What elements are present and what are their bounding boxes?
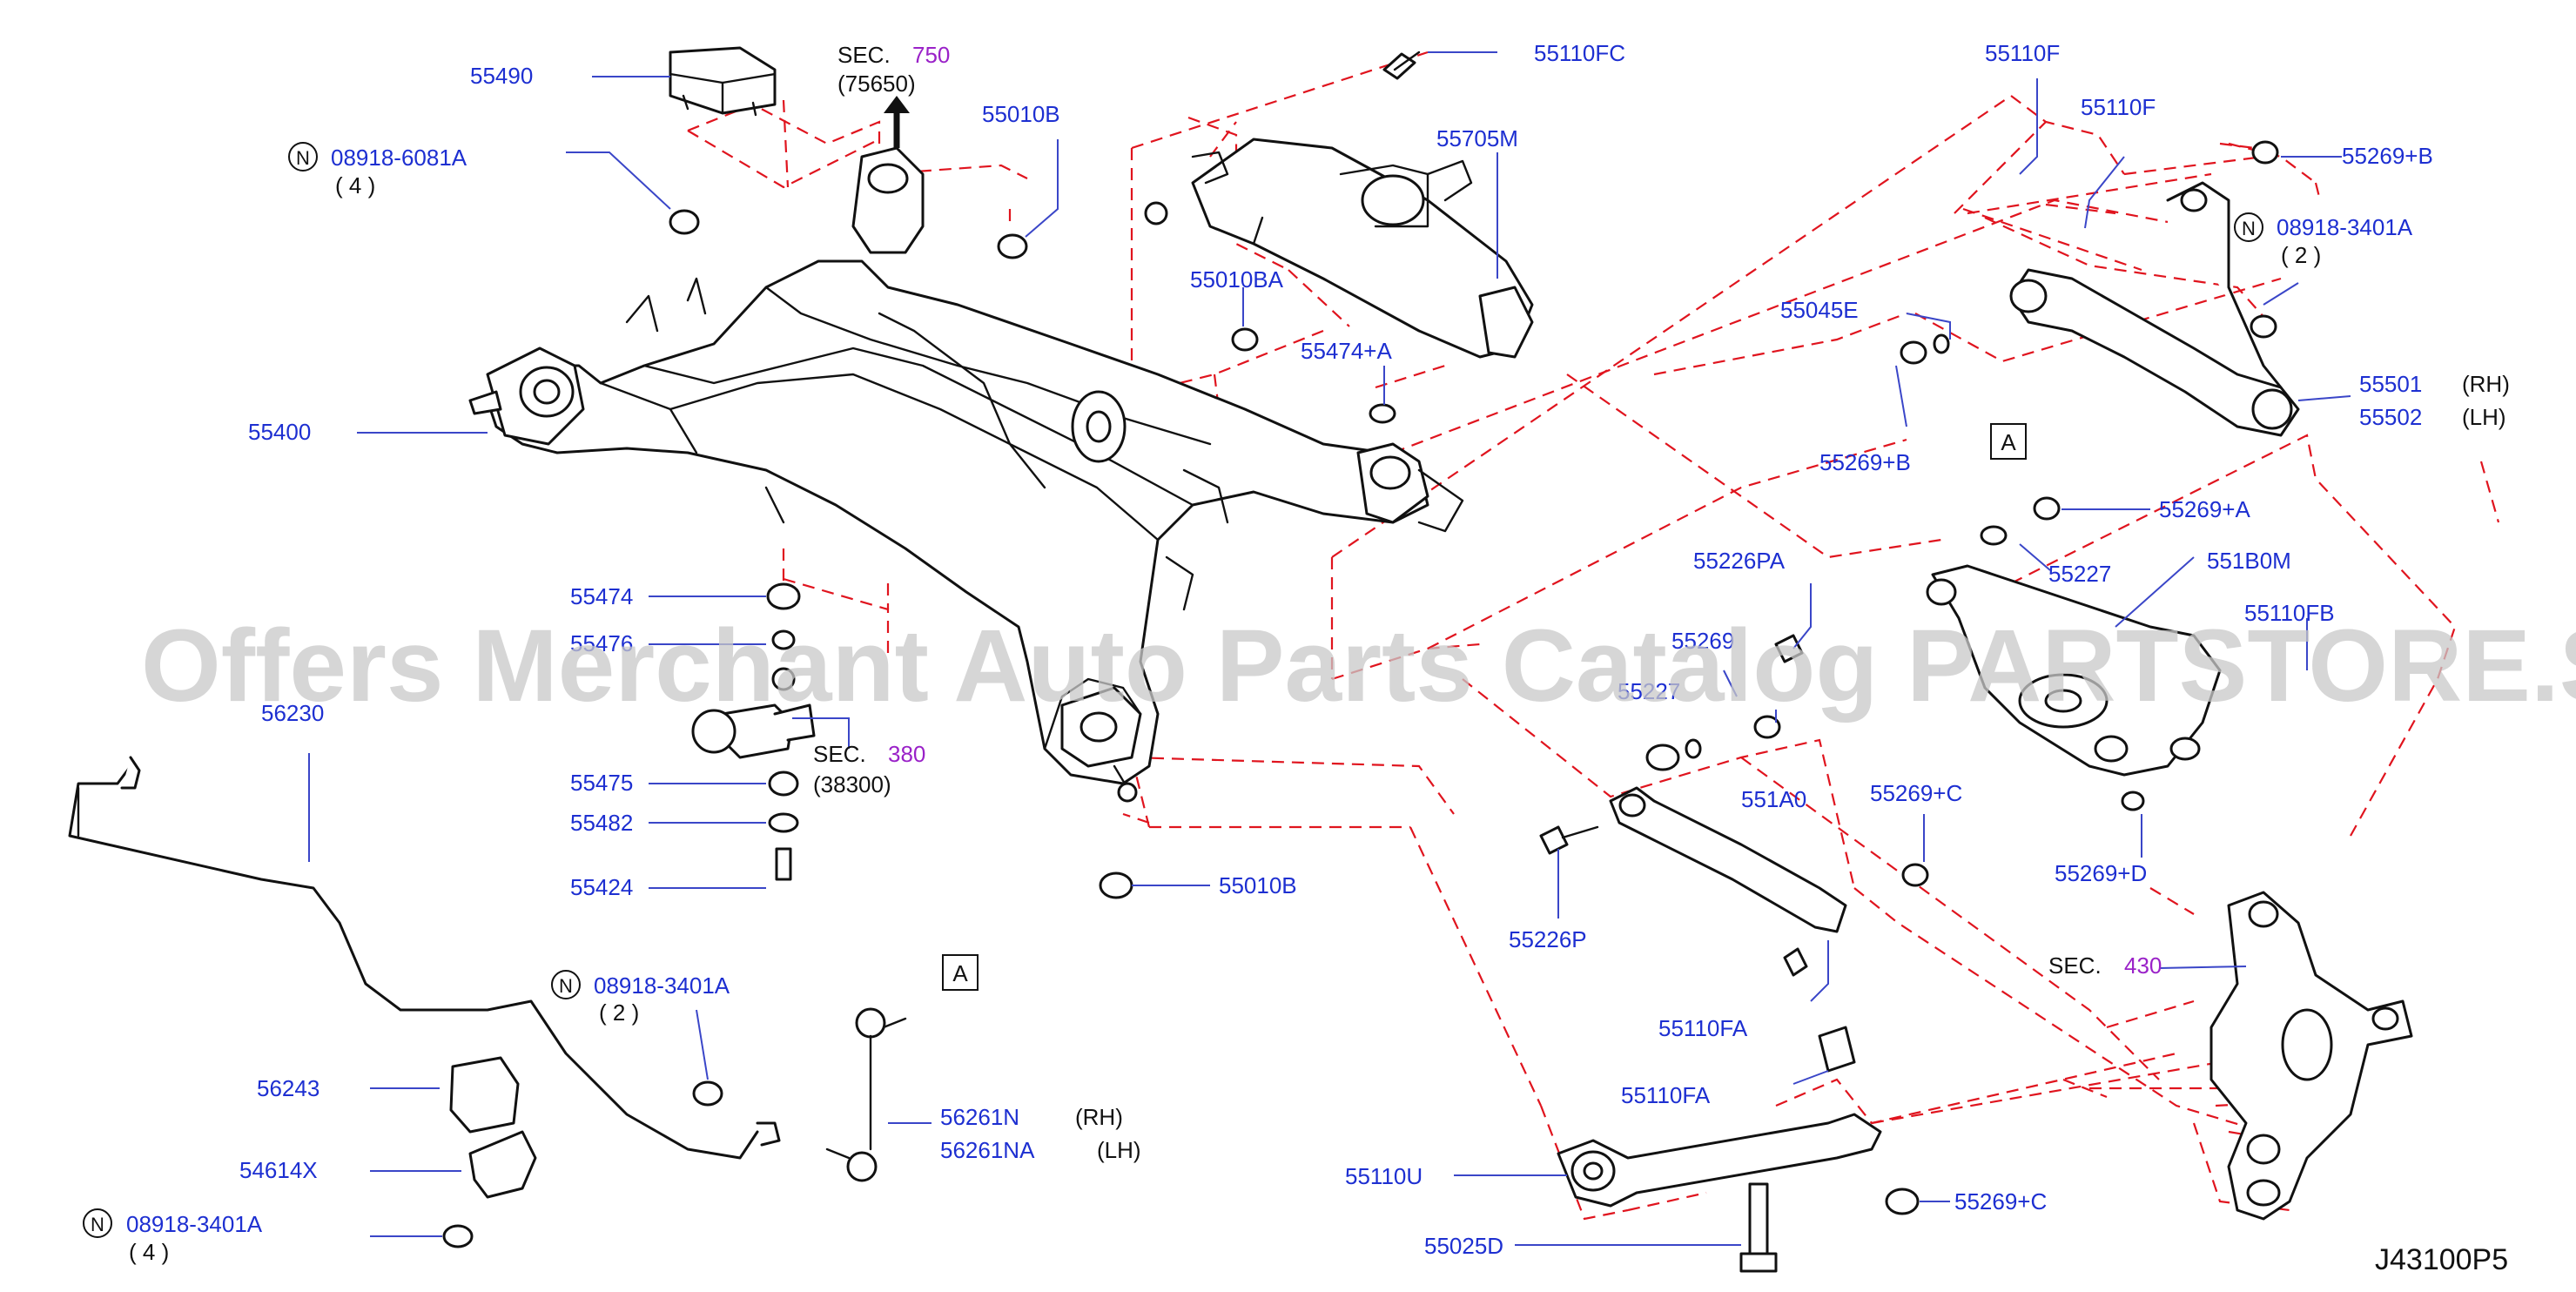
callout-55269D[interactable]: 55269+D <box>2055 860 2147 886</box>
callout-55475[interactable]: 55475 <box>570 770 633 796</box>
n-symbol-letter: N <box>296 147 310 169</box>
section-430-label[interactable]: SEC. 430 <box>2048 952 2162 979</box>
callout-55269C-top[interactable]: 55269+C <box>1870 780 1962 806</box>
part-callouts: 55490 08918-6081A ( 4 ) 55010B 55110FC 5… <box>126 40 2510 1265</box>
stabilizer-bushing-and-clamp <box>442 1056 723 1248</box>
section-sub: (75650) <box>837 71 916 97</box>
rear-axle-knuckle <box>2209 891 2413 1221</box>
callout-08918-3401A-mid[interactable]: 08918-3401A <box>594 972 730 999</box>
callout-55110U[interactable]: 55110U <box>1345 1163 1423 1189</box>
callout-55269A[interactable]: 55269+A <box>2159 496 2250 522</box>
callout-55110FC[interactable]: 55110FC <box>1534 40 1625 66</box>
callout-55424[interactable]: 55424 <box>570 874 633 900</box>
n-symbol-mid: N <box>551 970 581 999</box>
callout-56230[interactable]: 56230 <box>261 700 324 726</box>
callout-55025D[interactable]: 55025D <box>1424 1233 1503 1259</box>
callout-55269-mid[interactable]: 55269 <box>1671 628 1734 654</box>
callout-55501[interactable]: 55501 <box>2359 371 2422 397</box>
sec-750-arrow <box>884 96 910 148</box>
dashed-guides <box>687 50 2500 1221</box>
callout-55010BA[interactable]: 55010BA <box>1190 266 1284 293</box>
callout-55269B-bottom[interactable]: 55269+B <box>1819 449 1911 475</box>
leader-lines <box>308 51 2351 1246</box>
callout-55501-side: (RH) <box>2462 371 2510 397</box>
callout-56261N-side: (RH) <box>1075 1104 1123 1130</box>
callout-55474[interactable]: 55474 <box>570 583 633 609</box>
diagram-code: J43100P5 <box>2375 1243 2508 1276</box>
rear-suspension-member <box>468 146 1464 803</box>
callout-55482[interactable]: 55482 <box>570 810 633 836</box>
callout-55010B-bottom[interactable]: 55010B <box>1219 872 1297 898</box>
callout-55269C-bottom[interactable]: 55269+C <box>1954 1188 2047 1215</box>
callout-08918-6081A-qty: ( 4 ) <box>335 172 375 199</box>
callout-55502-side: (LH) <box>2462 404 2506 430</box>
callout-55110FB[interactable]: 55110FB <box>2244 600 2335 626</box>
callout-55110F-b[interactable]: 55110F <box>2081 94 2156 120</box>
n-symbol-letter: N <box>91 1214 104 1235</box>
stabilizer-bar <box>68 756 781 1160</box>
watermark-text: Offers Merchant Auto Parts Catalog PARTS… <box>141 609 2576 723</box>
shock-absorber-mount-380 <box>691 667 816 759</box>
section-prefix: SEC. <box>2048 952 2102 979</box>
section-prefix: SEC. <box>837 42 891 68</box>
callout-55010B-top[interactable]: 55010B <box>982 101 1060 127</box>
ref-box-a-bottom[interactable]: A <box>942 954 979 991</box>
callout-56261NA[interactable]: 56261NA <box>940 1137 1035 1163</box>
section-380-label[interactable]: SEC. 380 (38300) <box>813 741 925 797</box>
callout-08918-6081A[interactable]: 08918-6081A <box>331 145 467 171</box>
n-symbol-top-left: N <box>288 142 318 172</box>
callout-55502[interactable]: 55502 <box>2359 404 2422 430</box>
callout-56261N[interactable]: 56261N <box>940 1104 1019 1130</box>
callout-551B0M[interactable]: 551B0M <box>2207 548 2291 574</box>
callout-08918-3401A-mid-qty: ( 2 ) <box>599 999 639 1026</box>
callout-55269B-top[interactable]: 55269+B <box>2342 143 2433 169</box>
callout-08918-3401A-top[interactable]: 08918-3401A <box>2277 214 2413 240</box>
callout-55110FA-a[interactable]: 55110FA <box>1658 1015 1748 1041</box>
motor-actuator-assembly <box>1144 138 1534 359</box>
callout-55476[interactable]: 55476 <box>570 630 633 656</box>
lateral-link-55110U <box>1557 947 1920 1273</box>
radius-rod-551A0 <box>1539 634 1929 933</box>
stabilizer-connecting-rod <box>825 1007 907 1182</box>
section-prefix: SEC. <box>813 741 866 767</box>
callout-54614X[interactable]: 54614X <box>239 1157 318 1183</box>
callout-08918-3401A-bottom[interactable]: 08918-3401A <box>126 1211 263 1237</box>
callout-55474A[interactable]: 55474+A <box>1301 338 1392 364</box>
n-symbol-bottom-left: N <box>83 1208 112 1238</box>
small-nuts-and-washers <box>669 50 1421 899</box>
ref-box-a-label: A <box>2001 429 2016 455</box>
callout-56243[interactable]: 56243 <box>257 1075 319 1101</box>
ref-box-a-label: A <box>952 960 968 986</box>
section-number: 430 <box>2124 952 2162 979</box>
ref-box-a-top[interactable]: A <box>1990 423 2027 460</box>
upper-link-arm <box>1900 140 2300 437</box>
callout-55227[interactable]: 55227 <box>2048 561 2111 587</box>
callout-55490[interactable]: 55490 <box>470 63 533 89</box>
callout-55227-mid[interactable]: 55227 <box>1618 678 1680 704</box>
callout-551A0[interactable]: 551A0 <box>1741 786 1806 812</box>
callout-55400[interactable]: 55400 <box>248 419 311 445</box>
lower-control-arm <box>1926 496 2222 811</box>
callout-56261NA-side: (LH) <box>1097 1137 1141 1163</box>
callout-55226PA[interactable]: 55226PA <box>1693 548 1786 574</box>
n-symbol-top-right: N <box>2234 212 2263 242</box>
n-symbol-letter: N <box>559 975 573 997</box>
callout-55045E[interactable]: 55045E <box>1780 297 1859 323</box>
section-750-label[interactable]: SEC. 750 (75650) <box>837 42 950 97</box>
section-number: 750 <box>912 42 950 68</box>
bushing-mount-55490 <box>669 46 777 117</box>
callout-55110FA-b[interactable]: 55110FA <box>1621 1082 1711 1108</box>
callout-55226P[interactable]: 55226P <box>1509 926 1587 952</box>
callout-08918-3401A-bottom-qty: ( 4 ) <box>129 1239 169 1265</box>
section-number: 380 <box>888 741 925 767</box>
callout-55705M[interactable]: 55705M <box>1436 125 1518 151</box>
callout-55110F-a[interactable]: 55110F <box>1985 40 2060 66</box>
n-symbol-letter: N <box>2242 218 2256 239</box>
callout-08918-3401A-top-qty: ( 2 ) <box>2281 242 2321 268</box>
section-sub: (38300) <box>813 771 891 797</box>
